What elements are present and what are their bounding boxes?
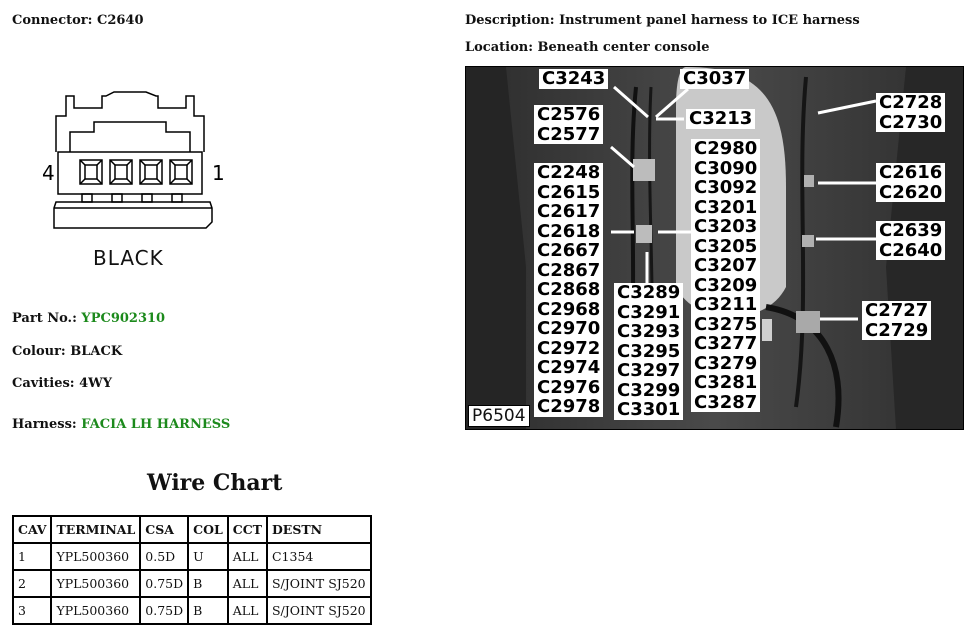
photo-label-c2576-c2577: C2576 C2577 [534,105,604,144]
harness-value[interactable]: FACIA LH HARNESS [81,417,231,432]
part-no-label: Part No.: [12,311,77,326]
part-no-line: Part No.: YPC902310 [12,311,165,326]
header-cav: CAV [11,515,53,544]
connector-value: C2640 [96,13,144,28]
part-no-value[interactable]: YPC902310 [81,311,166,326]
table-row: 2 YPL500360 0.75D B ALL S/JOINT SJ520 [11,569,372,598]
location-line: Location: Beneath center console [465,40,709,55]
table-header-row: CAV TERMINAL CSA COL CCT DESTN [11,515,372,544]
header-csa: CSA [139,515,190,544]
description-value: Instrument panel harness to ICE harness [559,13,860,28]
connector-label: Connector: [12,13,93,28]
location-photo: C3243 C3037 C3213 C2576 C2577 C2248 C261… [465,66,964,430]
cell-destn: C1354 [265,542,372,571]
description-label: Description: [465,13,555,28]
header-cct: CCT [226,515,268,544]
photo-label-left-column: C2248 C2615 C2617 C2618 C2667 C2867 C286… [534,163,604,417]
cell-destn: S/JOINT SJ520 [265,596,372,625]
cavities-line: Cavities: 4WY [12,376,112,391]
header-col: COL [187,515,229,544]
wire-chart-title: Wire Chart [147,470,283,496]
cell-col: B [187,596,229,625]
harness-line: Harness: FACIA LH HARNESS [12,417,230,432]
cell-terminal: YPL500360 [50,542,142,571]
connector-face-drawing: 4 1 [42,91,225,229]
photo-label-c2616-c2620: C2616 C2620 [876,163,946,202]
pin-4-label: 4 [42,161,55,185]
colour-caption: BLACK [93,246,164,270]
cell-csa: 0.5D [139,542,190,571]
harness-label: Harness: [12,417,77,432]
colour-value: BLACK [70,344,123,359]
cell-cav: 1 [11,542,53,571]
cell-cct: ALL [226,569,268,598]
photo-label-c2728-c2730: C2728 C2730 [876,93,946,132]
header-terminal: TERMINAL [50,515,142,544]
cavities-value: 4WY [79,376,113,391]
cell-col: U [187,542,229,571]
description-line: Description: Instrument panel harness to… [465,13,860,28]
cell-destn: S/JOINT SJ520 [265,569,372,598]
location-label: Location: [465,40,534,55]
table-row: 3 YPL500360 0.75D B ALL S/JOINT SJ520 [11,596,372,625]
pin-1-label: 1 [212,161,225,185]
wire-chart-table: CAV TERMINAL CSA COL CCT DESTN 1 YPL5003… [11,515,372,625]
photo-label-c2639-c2640: C2639 C2640 [876,221,946,260]
cell-cav: 2 [11,569,53,598]
cell-cct: ALL [226,542,268,571]
photo-label-middle-column: C3289 C3291 C3293 C3295 C3297 C3299 C330… [614,283,684,420]
cell-col: B [187,569,229,598]
photo-label-c3243: C3243 [539,69,609,89]
cell-cct: ALL [226,596,268,625]
colour-label: Colour: [12,344,66,359]
cell-terminal: YPL500360 [50,596,142,625]
cavities-label: Cavities: [12,376,75,391]
colour-line: Colour: BLACK [12,344,122,359]
connector-heading: Connector: C2640 [12,13,144,28]
cell-terminal: YPL500360 [50,569,142,598]
photo-label-c3037: C3037 [680,69,750,89]
photo-reference: P6504 [468,405,530,427]
cell-cav: 3 [11,596,53,625]
photo-label-c2727-c2729: C2727 C2729 [862,301,932,340]
header-destn: DESTN [265,515,372,544]
cell-csa: 0.75D [139,569,190,598]
photo-label-c3213: C3213 [686,109,756,129]
photo-label-right-column: C2980 C3090 C3092 C3201 C3203 C3205 C320… [691,139,761,412]
cell-csa: 0.75D [139,596,190,625]
table-row: 1 YPL500360 0.5D U ALL C1354 [11,542,372,571]
location-value: Beneath center console [537,40,710,55]
